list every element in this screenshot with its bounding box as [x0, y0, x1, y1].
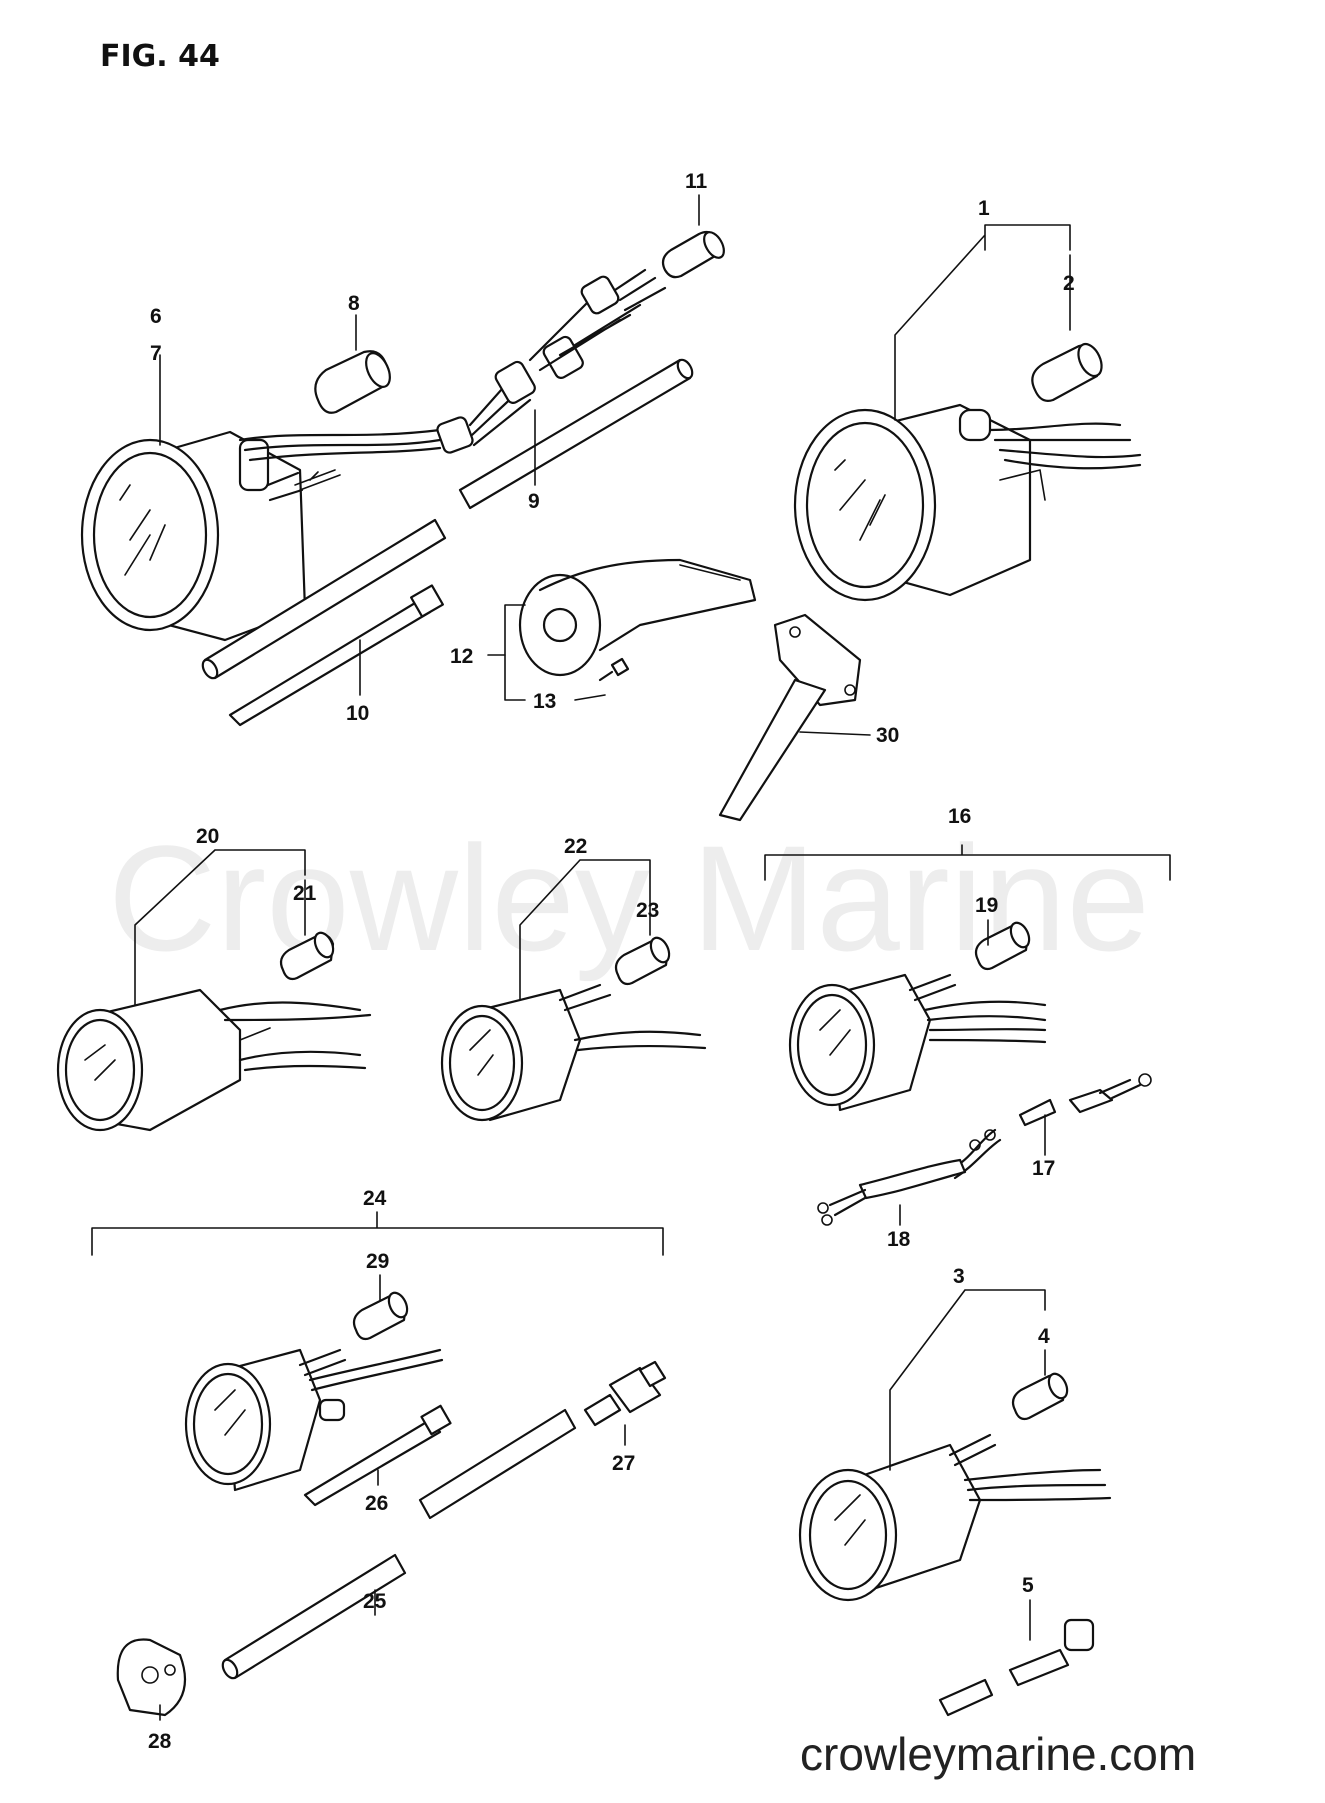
callout-20: 20 [196, 825, 219, 848]
gauge-20 [56, 988, 372, 1132]
callout-21: 21 [293, 882, 317, 905]
callout-10: 10 [346, 702, 369, 725]
figure-title: FIG. 44 [100, 39, 220, 74]
footer-url: crowleymarine.com [800, 1728, 1196, 1780]
callout-labels: 1 2 3 4 5 6 7 8 9 10 11 12 13 16 17 18 1… [148, 170, 1075, 1753]
callout-9: 9 [528, 490, 540, 513]
callout-29: 29 [366, 1250, 389, 1273]
callout-27: 27 [612, 1452, 635, 1475]
lead-5 [938, 1618, 1095, 1717]
sender-10 [228, 584, 444, 727]
callout-12: 12 [450, 645, 473, 668]
bulb-29 [352, 1291, 409, 1341]
gauge-1 [793, 403, 1142, 602]
fitting-27 [583, 1360, 667, 1427]
callout-8: 8 [348, 292, 360, 315]
callout-3: 3 [953, 1265, 965, 1288]
callout-18: 18 [887, 1228, 911, 1251]
bulb-21 [279, 931, 335, 981]
callout-13: 13 [533, 690, 556, 713]
bulb-23 [614, 936, 671, 986]
callout-28: 28 [148, 1730, 172, 1753]
callout-24: 24 [363, 1187, 387, 1210]
bulb-2 [1031, 342, 1103, 402]
gauge-24 [184, 1348, 444, 1492]
callout-25: 25 [363, 1590, 387, 1613]
tube-9 [201, 358, 694, 680]
callout-5: 5 [1022, 1574, 1034, 1597]
gauge-16 [788, 973, 1047, 1112]
cap-28 [116, 1638, 187, 1717]
gauge-3 [798, 1433, 1112, 1602]
bulb-11 [661, 230, 725, 279]
callout-7: 7 [150, 342, 162, 365]
callout-23: 23 [636, 899, 659, 922]
callout-26: 26 [365, 1492, 388, 1515]
callout-6: 6 [150, 305, 162, 328]
bulb-4 [1011, 1372, 1069, 1421]
callout-2: 2 [1063, 272, 1075, 295]
callout-16: 16 [948, 805, 971, 828]
callout-30: 30 [876, 724, 899, 747]
callout-1: 1 [978, 197, 990, 220]
callout-22: 22 [564, 835, 587, 858]
sender-26 [303, 1404, 452, 1507]
tube-25 [221, 1408, 577, 1680]
callout-17: 17 [1032, 1157, 1055, 1180]
callout-4: 4 [1038, 1325, 1050, 1348]
leader-lines [91, 194, 1171, 1721]
callout-19: 19 [975, 894, 998, 917]
pickup-12 [518, 558, 757, 682]
sender-30 [718, 613, 862, 822]
gauge-22 [440, 983, 707, 1122]
bulb-8 [314, 350, 391, 414]
callout-11: 11 [685, 170, 708, 193]
bulb-19 [974, 921, 1031, 971]
harness-17-18 [817, 1073, 1152, 1226]
